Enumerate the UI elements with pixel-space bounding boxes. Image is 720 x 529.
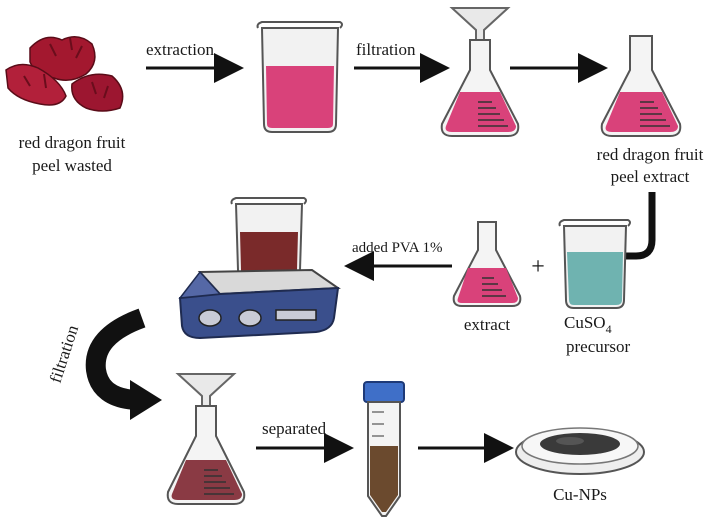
peel-wasted-label-line2: peel wasted (32, 156, 112, 175)
precursor-label: precursor (566, 337, 631, 356)
separated-label: separated (262, 419, 327, 438)
peel-extract-label-line2: peel extract (611, 167, 690, 186)
petri-dish-icon (515, 427, 645, 475)
cuso4-subscript: 4 (606, 322, 612, 336)
cuso4-label: CuSO4 (564, 313, 612, 336)
extract-label: extract (464, 315, 511, 334)
down-arrow (620, 192, 656, 260)
cuso4-beaker-icon (558, 219, 631, 309)
cuso4-main: CuSO (564, 313, 606, 332)
funnel-flask-dark-icon (166, 373, 246, 505)
filtration-top-label: filtration (356, 40, 416, 59)
curved-filtration-arrow (85, 308, 146, 410)
dragon-fruit-peel-icon (5, 36, 124, 112)
added-pva-label: added PVA 1% (352, 240, 443, 256)
small-extract-flask-icon (452, 221, 522, 307)
beaker-icon (256, 21, 343, 133)
plus-sign: + (531, 254, 545, 280)
peel-extract-label-line1: red dragon fruit (597, 145, 704, 164)
centrifuge-tube-icon (363, 381, 405, 517)
curved-filtration-arrow-head (130, 380, 162, 420)
filtration-curved-label: filtration (46, 322, 83, 385)
cu-nps-label: Cu-NPs (553, 485, 607, 504)
extraction-label: extraction (146, 40, 214, 59)
hotplate-stirrer-icon (178, 197, 341, 340)
peel-wasted-label-line1: red dragon fruit (19, 133, 126, 152)
funnel-flask-icon (440, 7, 520, 137)
extract-flask-icon (600, 35, 682, 137)
